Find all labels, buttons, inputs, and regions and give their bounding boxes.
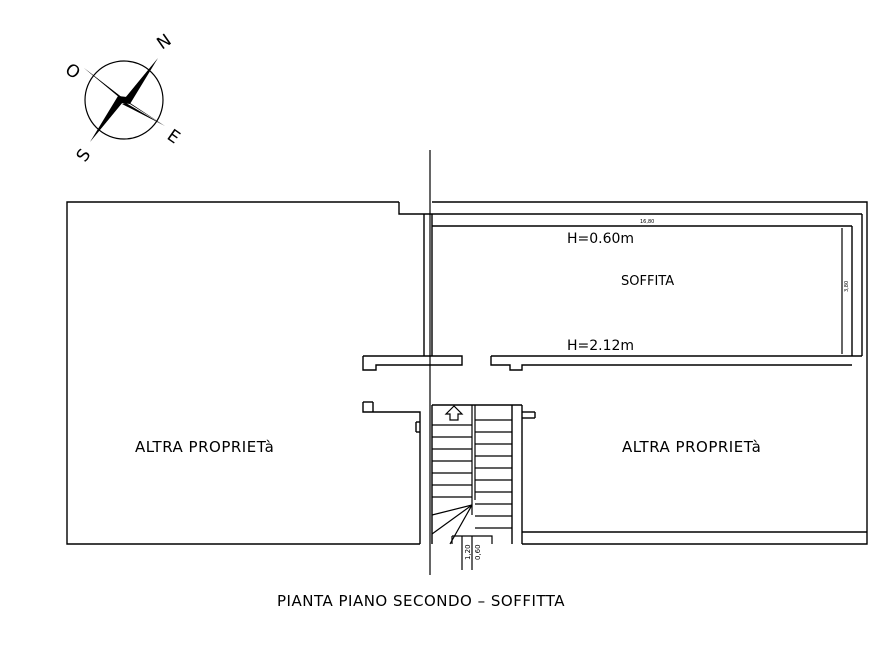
stair-dimension-1: 1,20: [464, 544, 472, 560]
height-label-top: H=0.60m: [567, 231, 634, 247]
room-label-right: ALTRA PROPRIETà: [622, 438, 761, 456]
attic-depth-dimension: 3,80: [844, 281, 850, 292]
compass-south-label: S: [73, 146, 96, 166]
attic-length-dimension: 16,80: [640, 219, 654, 225]
attic-walls: [362, 213, 863, 371]
height-label-bottom: H=2.12m: [567, 338, 634, 354]
compass-north-label: N: [153, 30, 175, 54]
stair-dimension-2: 0,60: [474, 544, 482, 560]
compass-east-label: E: [163, 126, 183, 149]
room-label-attic: SOFFITA: [621, 274, 674, 289]
compass-west-label: O: [61, 60, 83, 84]
property-outline: [66, 201, 868, 545]
compass-rose-icon: [84, 58, 165, 142]
plan-title: PIANTA PIANO SECONDO – SOFFITTA: [277, 592, 565, 610]
room-label-left: ALTRA PROPRIETà: [135, 438, 274, 456]
stair-block: [362, 401, 536, 545]
